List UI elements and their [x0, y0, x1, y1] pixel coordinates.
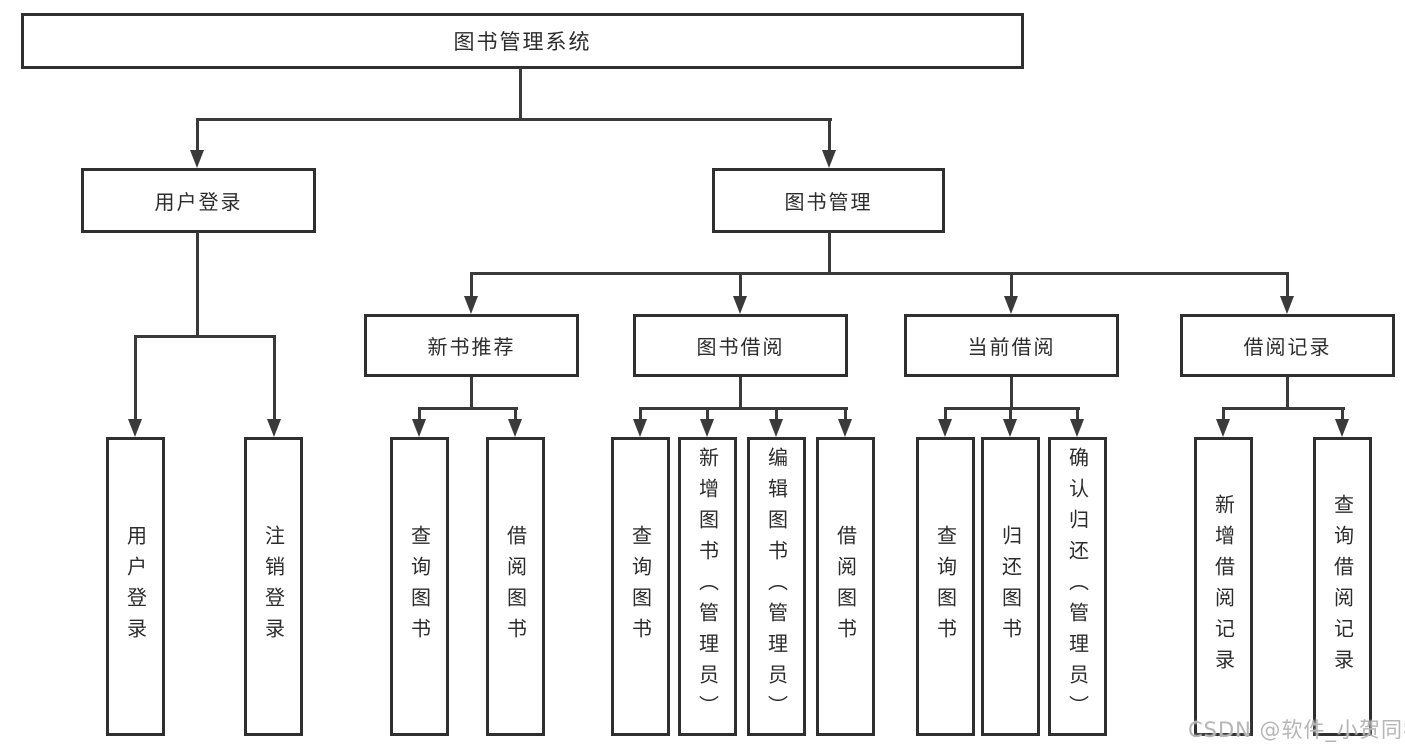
connector-line — [196, 118, 832, 121]
csdn-watermark: CSDN @软件_小贺同学 — [1188, 718, 1405, 742]
arrowhead-down-icon — [1003, 419, 1017, 437]
node-user-login: 用户登录 — [81, 168, 316, 233]
leaf-borrow-books-newbooks-label: 借阅图书 — [503, 524, 528, 649]
connector-line — [944, 407, 947, 421]
arrowhead-down-icon — [190, 150, 204, 168]
node-borrowing-records: 借阅记录 — [1180, 314, 1395, 377]
leaf-user-login-label: 用户登录 — [123, 524, 148, 649]
leaf-return-books: 归还图书 — [981, 437, 1040, 736]
leaf-add-borrow-record: 新增借阅记录 — [1194, 437, 1253, 736]
leaf-query-books-borrowing-label: 查询图书 — [628, 524, 653, 649]
arrowhead-down-icon — [822, 150, 836, 168]
leaf-query-books-newbooks-label: 查询图书 — [407, 524, 432, 649]
connector-line — [1286, 377, 1289, 410]
node-user-login-label: 用户登录 — [154, 190, 243, 214]
node-book-management: 图书管理 — [712, 168, 945, 233]
connector-line — [639, 407, 848, 410]
node-book-borrowing: 图书借阅 — [633, 314, 848, 377]
connector-line — [134, 335, 137, 421]
node-library-system-label: 图书管理系统 — [453, 30, 592, 54]
arrowhead-down-icon — [508, 419, 522, 437]
leaf-edit-books-admin: 编辑图书（管理员） — [747, 437, 806, 736]
node-new-book-recommendation-label: 新书推荐 — [427, 335, 516, 359]
leaf-add-borrow-record-label: 新增借阅记录 — [1211, 493, 1236, 680]
arrowhead-down-icon — [938, 419, 952, 437]
node-book-borrowing-label: 图书借阅 — [696, 335, 785, 359]
leaf-user-login: 用户登录 — [106, 437, 165, 736]
arrowhead-down-icon — [769, 419, 783, 437]
connector-line — [519, 67, 522, 120]
connector-line — [944, 407, 1080, 410]
leaf-confirm-return-admin: 确认归还（管理员） — [1048, 437, 1107, 736]
leaf-logout: 注销登录 — [244, 437, 303, 736]
connector-line — [639, 407, 642, 421]
connector-line — [514, 407, 517, 421]
leaf-borrow-books-borrowing-label: 借阅图书 — [833, 524, 858, 649]
arrowhead-down-icon — [700, 419, 714, 437]
arrowhead-down-icon — [464, 296, 478, 314]
arrowhead-down-icon — [267, 419, 281, 437]
arrowhead-down-icon — [1004, 296, 1018, 314]
arrowhead-down-icon — [1216, 419, 1230, 437]
connector-line — [418, 407, 421, 421]
arrowhead-down-icon — [633, 419, 647, 437]
connector-line — [828, 232, 831, 275]
leaf-add-books-admin: 新增图书（管理员） — [678, 437, 737, 736]
arrowhead-down-icon — [128, 419, 142, 437]
connector-line — [418, 407, 518, 410]
node-current-borrowing-label: 当前借阅 — [967, 335, 1056, 359]
leaf-query-books-borrowing: 查询图书 — [611, 437, 670, 736]
connector-line — [1010, 272, 1013, 298]
leaf-edit-books-admin-label: 编辑图书（管理员） — [764, 447, 789, 726]
leaf-borrow-books-borrowing: 借阅图书 — [816, 437, 875, 736]
leaf-query-borrow-record-label: 查询借阅记录 — [1330, 493, 1355, 680]
connector-line — [1009, 407, 1012, 421]
connector-line — [706, 407, 709, 421]
arrowhead-down-icon — [1280, 296, 1294, 314]
arrowhead-down-icon — [838, 419, 852, 437]
connector-line — [1076, 407, 1079, 421]
connector-line — [844, 407, 847, 421]
arrowhead-down-icon — [1070, 419, 1084, 437]
arrowhead-down-icon — [412, 419, 426, 437]
leaf-query-books-current: 查询图书 — [916, 437, 975, 736]
connector-line — [470, 377, 473, 410]
node-current-borrowing: 当前借阅 — [904, 314, 1119, 377]
leaf-confirm-return-admin-label: 确认归还（管理员） — [1065, 447, 1090, 726]
leaf-query-books-newbooks: 查询图书 — [390, 437, 449, 736]
node-borrowing-records-label: 借阅记录 — [1243, 335, 1332, 359]
connector-line — [739, 377, 742, 410]
leaf-add-books-admin-label: 新增图书（管理员） — [695, 447, 720, 726]
connector-line — [273, 335, 276, 421]
leaf-logout-label: 注销登录 — [261, 524, 286, 649]
leaf-query-books-current-label: 查询图书 — [933, 524, 958, 649]
leaf-borrow-books-newbooks: 借阅图书 — [486, 437, 545, 736]
connector-line — [196, 118, 199, 151]
connector-line — [1286, 272, 1289, 298]
connector-line — [196, 232, 199, 336]
connector-line — [1010, 377, 1013, 410]
arrowhead-down-icon — [1335, 419, 1349, 437]
connector-line — [1341, 407, 1344, 421]
connector-line — [739, 272, 742, 298]
leaf-return-books-label: 归还图书 — [998, 524, 1023, 649]
connector-line — [134, 335, 275, 338]
connector-line — [775, 407, 778, 421]
connector-line — [1222, 407, 1345, 410]
arrowhead-down-icon — [733, 296, 747, 314]
connector-line — [828, 118, 831, 151]
connector-line — [1222, 407, 1225, 421]
connector-line — [470, 272, 473, 298]
node-library-system: 图书管理系统 — [21, 13, 1024, 69]
connector-line — [470, 272, 1289, 275]
leaf-query-borrow-record: 查询借阅记录 — [1313, 437, 1372, 736]
node-new-book-recommendation: 新书推荐 — [364, 314, 579, 377]
node-book-management-label: 图书管理 — [784, 190, 873, 214]
